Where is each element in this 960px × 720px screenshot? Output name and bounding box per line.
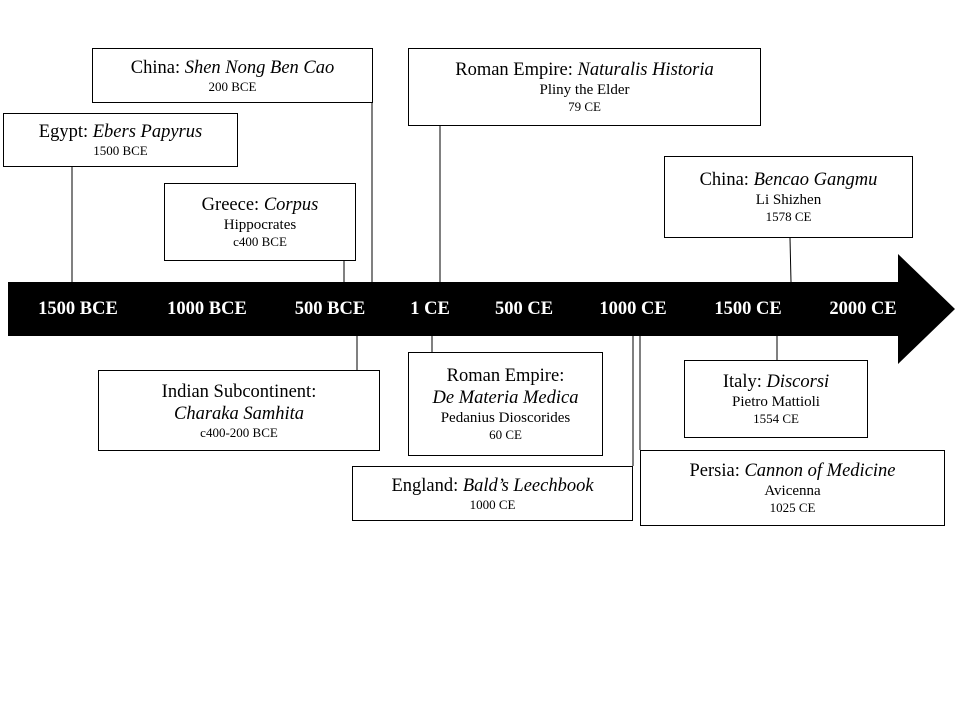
event-date: 1578 CE xyxy=(765,209,812,225)
event-india-charaka: Indian Subcontinent: Charaka Samhita c40… xyxy=(98,370,380,451)
event-region: Italy xyxy=(722,372,757,393)
event-roman-materia: Roman Empire: De Materia Medica Pedanius… xyxy=(408,352,603,456)
event-work: Shen Nong Ben Cao xyxy=(184,57,335,78)
event-author: Avicenna xyxy=(764,483,821,500)
event-china-shen-nong: China: Shen Nong Ben Cao 200 BCE xyxy=(92,48,373,103)
event-work: Cannon of Medicine xyxy=(744,461,896,482)
connector-china-bencao xyxy=(789,237,792,283)
tick-label: 1000 BCE xyxy=(167,299,247,319)
event-author: Hippocrates xyxy=(223,217,297,234)
event-england-bald: England: Bald’s Leechbook 1000 CE xyxy=(352,466,633,521)
event-work: Bencao Gangmu xyxy=(753,170,878,191)
event-work: De Materia Medica xyxy=(432,388,579,409)
event-date: c400 BCE xyxy=(233,234,287,250)
event-author: Pietro Mattioli xyxy=(732,394,820,411)
tick-label: 1500 BCE xyxy=(38,299,118,319)
event-date: 1554 CE xyxy=(753,411,799,427)
event-region: Persia xyxy=(689,461,735,482)
event-china-bencao: China: Bencao Gangmu Li Shizhen 1578 CE xyxy=(664,156,913,238)
tick-label: 500 CE xyxy=(494,299,554,319)
event-date: 200 BCE xyxy=(208,78,257,94)
tick-label: 1000 CE xyxy=(599,299,667,319)
event-date: c400-200 BCE xyxy=(200,424,278,440)
event-region: China xyxy=(699,170,744,191)
timeline-arrow xyxy=(8,254,955,364)
tick-label: 1500 CE xyxy=(714,299,782,319)
event-italy-discorsi: Italy: Discorsi Pietro Mattioli 1554 CE xyxy=(684,360,868,438)
event-author: Pedanius Dioscorides xyxy=(440,410,571,427)
event-work: Naturalis Historia xyxy=(577,60,714,81)
event-work: Ebers Papyrus xyxy=(92,122,203,143)
event-work: Corpus xyxy=(263,195,319,216)
event-date: 1500 BCE xyxy=(93,143,148,159)
event-roman-naturalis: Roman Empire: Naturalis Historia Pliny t… xyxy=(408,48,761,126)
event-region: Egypt xyxy=(38,122,83,143)
event-date: 1000 CE xyxy=(469,496,516,512)
event-date: 60 CE xyxy=(489,427,522,443)
event-author: Pliny the Elder xyxy=(539,82,630,99)
event-greece-corpus: Greece: Corpus Hippocrates c400 BCE xyxy=(164,183,356,261)
event-egypt-ebers: Egypt: Ebers Papyrus 1500 BCE xyxy=(3,113,238,167)
event-work: Bald’s Leechbook xyxy=(462,475,594,496)
tick-label: 2000 CE xyxy=(829,299,897,319)
tick-label: 500 BCE xyxy=(294,299,366,319)
event-region: China xyxy=(130,57,175,78)
event-region: Roman Empire xyxy=(455,60,568,81)
event-region: Greece xyxy=(201,195,255,216)
event-region: Indian Subcontinent xyxy=(161,381,312,402)
event-persia-cannon: Persia: Cannon of Medicine Avicenna 1025… xyxy=(640,450,945,526)
event-date: 1025 CE xyxy=(769,500,816,516)
event-work: Charaka Samhita xyxy=(173,403,304,424)
event-date: 79 CE xyxy=(568,99,601,115)
event-region: England xyxy=(391,475,454,496)
tick-label: 1 CE xyxy=(410,299,450,319)
event-work: Discorsi xyxy=(766,372,830,393)
event-author: Li Shizhen xyxy=(755,192,822,209)
event-region: Roman Empire xyxy=(446,366,560,387)
